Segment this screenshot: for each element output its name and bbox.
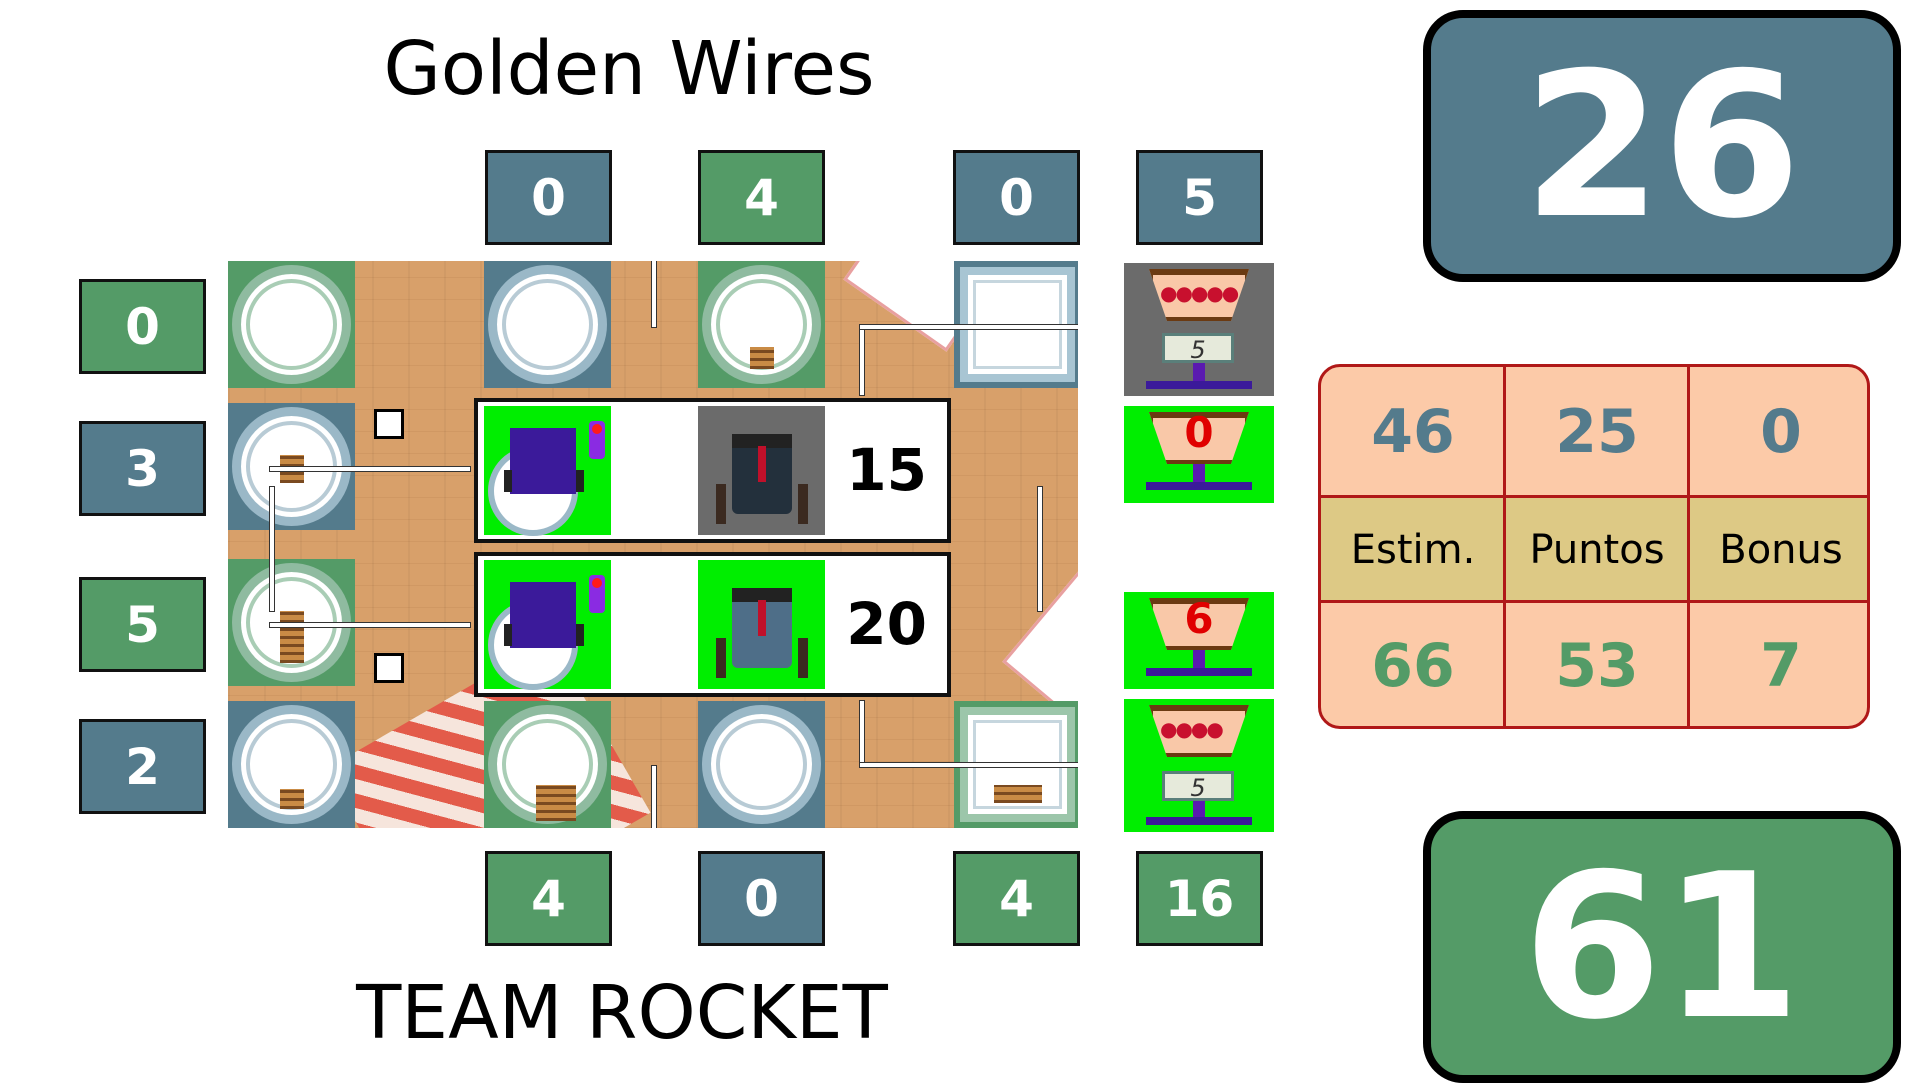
tile-r1c7 [954,261,1078,388]
wire [860,325,1078,329]
bin-icon [1149,598,1249,650]
waiter-tile [698,560,825,689]
bin-top-value: 0 [1184,408,1214,457]
stats-table: 46 25 0 Estim. Puntos Bonus 66 53 7 [1318,364,1870,729]
wire [860,701,864,763]
stack-icon [536,785,576,821]
wire [652,261,656,327]
stack-icon [280,789,304,809]
stat-label-bonus: Bonus [1689,497,1867,602]
robot-panel-value: 15 [846,436,927,504]
wire [270,487,274,611]
top-badge-3: 0 [953,150,1080,245]
bottom-badge-3: 4 [953,851,1080,946]
wire [860,763,1078,767]
stat-label-estim: Estim. [1321,497,1505,602]
tile-r1c3 [484,261,611,388]
bin-icon [1149,269,1249,321]
left-badge-2: 3 [79,421,206,516]
stat-bottom-2: 53 [1555,630,1639,701]
stat-top-3: 0 [1760,397,1802,467]
robot-tile [484,560,611,690]
traffic-light-icon [589,421,605,459]
robot-tile [484,406,611,536]
robot-panel-2: 20 [474,552,951,697]
waiter-tile [698,406,825,535]
purple-robot-icon [510,582,576,648]
stat-top-2: 25 [1555,397,1639,467]
bin-bottom: 6 [1124,592,1274,689]
marker-icon [374,409,404,439]
tile-r4c5 [698,701,825,828]
scale-label: 5 [1162,771,1234,802]
stat-top-1: 46 [1371,397,1455,467]
bottom-badge-2: 0 [698,851,825,946]
tile-r4c1 [228,701,355,828]
stat-label-puntos: Puntos [1505,497,1689,602]
tile-r4c3 [484,701,611,828]
game-board [228,261,1078,828]
bin-top: 0 [1124,406,1274,503]
top-badge-1: 0 [485,150,612,245]
wire [652,766,656,828]
bin-scale-top: ●●●●● 5 [1124,263,1274,396]
bin-scale-bottom: ●●●● 5 [1124,699,1274,832]
tile-r3c1 [228,559,355,686]
wire [270,623,470,627]
stack-icon [994,785,1042,803]
cherries-icon: ●●●●● [1160,281,1239,305]
bottom-badge-4: 16 [1136,851,1263,946]
left-badge-3: 5 [79,577,206,672]
left-badge-1: 0 [79,279,206,374]
tile-r1c1 [228,261,355,388]
top-team-score: 26 [1423,10,1901,282]
bottom-badge-1: 4 [485,851,612,946]
cherries-icon: ●●●● [1160,717,1224,741]
bottom-team-name: TEAM ROCKET [356,970,888,1056]
top-badge-4: 5 [1136,150,1263,245]
top-badge-2: 4 [698,150,825,245]
robot-panel-1: 15 [474,398,951,543]
wire [1038,487,1042,611]
top-team-name: Golden Wires [383,26,875,112]
wire [270,467,470,471]
wire [860,325,864,395]
bin-bottom-value: 6 [1184,594,1214,643]
bin-icon [1149,412,1249,464]
stack-icon [750,347,774,369]
bottom-team-score: 61 [1423,811,1901,1083]
robot-panel-value: 20 [846,590,927,658]
scale-label: 5 [1162,333,1234,364]
left-badge-4: 2 [79,719,206,814]
stack-icon [280,611,304,663]
marker-icon [374,653,404,683]
stat-bottom-1: 66 [1371,630,1455,701]
purple-robot-icon [510,428,576,494]
tile-r1c5 [698,261,825,388]
stat-bottom-3: 7 [1760,630,1802,701]
traffic-light-icon [589,575,605,613]
tile-r2c1 [228,403,355,530]
